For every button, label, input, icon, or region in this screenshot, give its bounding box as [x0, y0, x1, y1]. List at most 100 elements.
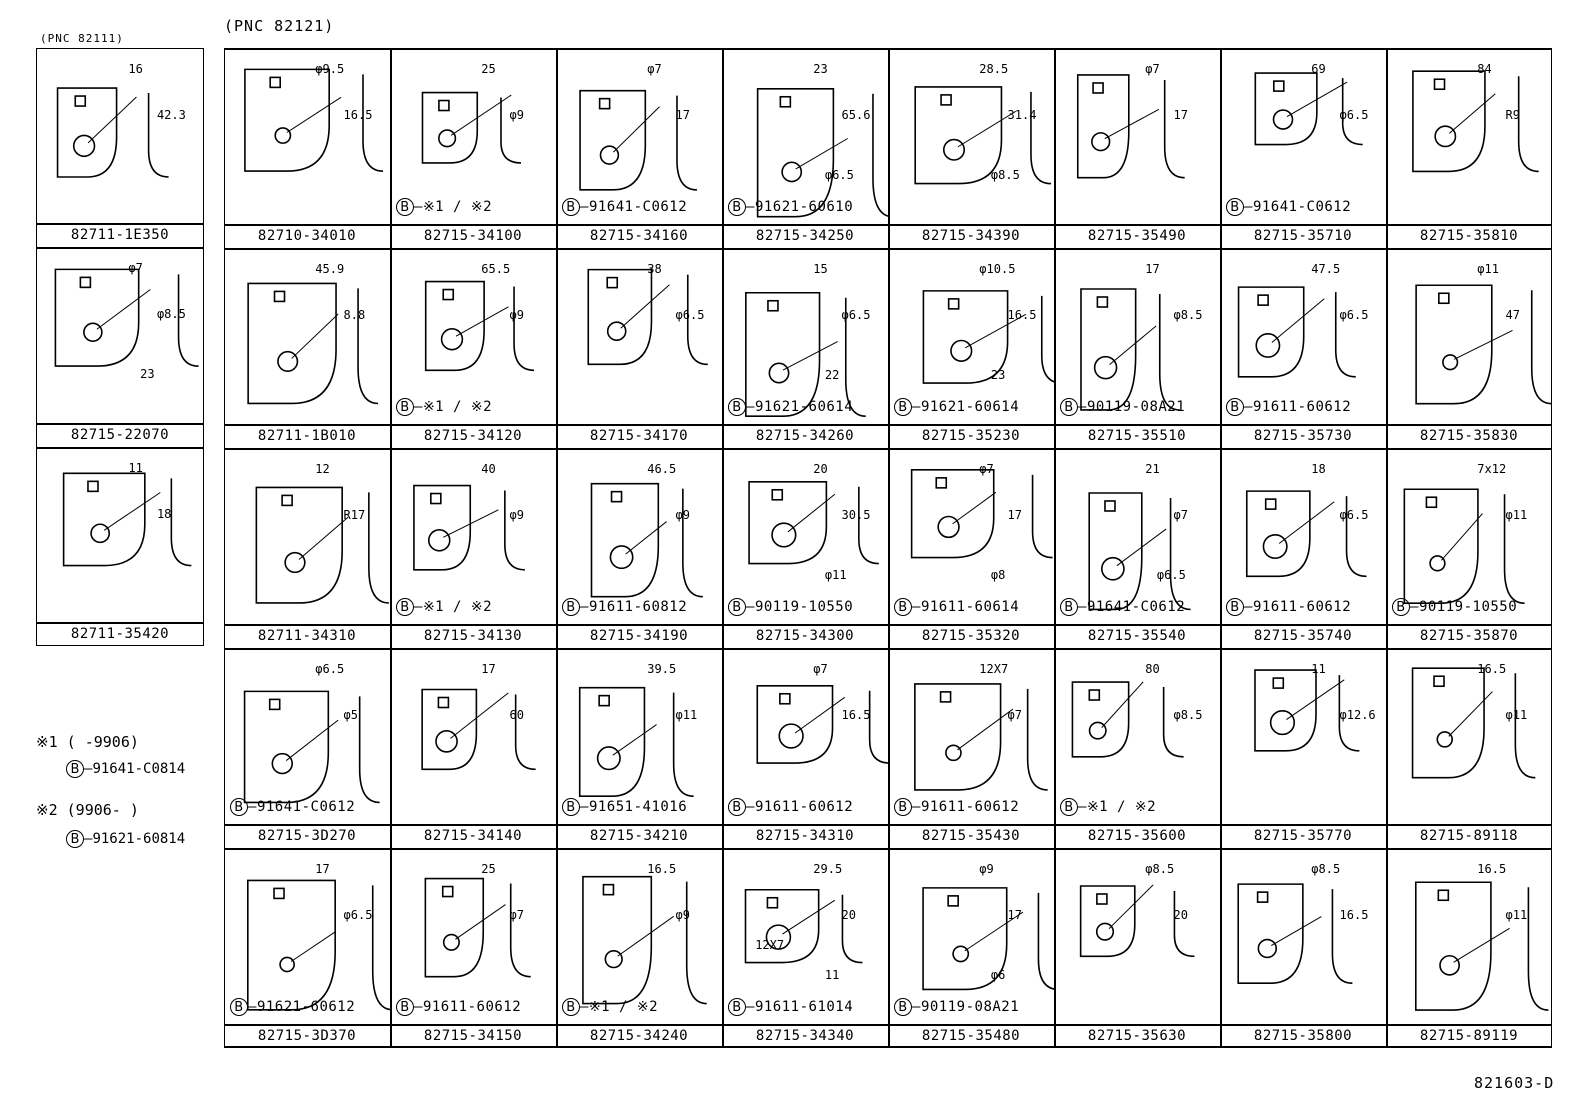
bolt-b-icon: B: [1392, 598, 1410, 616]
bolt-b-icon: B: [562, 598, 580, 616]
note-2-label: ※2 (9906- ): [36, 801, 139, 819]
part-number-label: 82715-34340: [755, 1028, 855, 1044]
dimension-label: 17: [1145, 262, 1160, 276]
divider: [36, 447, 204, 449]
dimension-label: φ9: [675, 508, 690, 522]
part-number-label: 82715-35630: [1087, 1028, 1187, 1044]
bracket-drawing: [54, 268, 199, 367]
note-2-part: B—91621-60814: [66, 830, 185, 848]
note-2-part-number: 91621-60814: [92, 831, 186, 847]
part-illustration: [914, 86, 1052, 185]
dimension-label: φ8.5: [1145, 862, 1175, 876]
bracket-drawing: [1412, 70, 1539, 173]
dimension-label: 25: [481, 62, 496, 76]
dimension-label: 16.5: [343, 108, 373, 122]
bracket-drawing: [587, 268, 708, 366]
part-illustration: [424, 280, 535, 372]
fastener-code: B—91611-61014: [728, 998, 853, 1016]
part-number-label: 82715-35710: [1253, 228, 1353, 244]
dimension-label: 42.3: [156, 108, 186, 122]
note-1-part: B—91641-C0814: [66, 760, 185, 778]
part-number-label: 82715-35540: [1087, 628, 1187, 644]
bolt-b-icon: B: [562, 998, 580, 1016]
fastener-code: B—※1 / ※2: [1060, 798, 1156, 816]
dimension-label: 17: [481, 662, 496, 676]
part-number-label: 82715-35800: [1253, 1028, 1353, 1044]
bolt-b-icon: B: [562, 798, 580, 816]
part-number-label: 82715-35230: [921, 428, 1021, 444]
fastener-code: B—※1 / ※2: [562, 998, 658, 1016]
dimension-label: 45.9: [315, 262, 345, 276]
dimension-label: 47.5: [1311, 262, 1341, 276]
bracket-drawing: [910, 469, 1053, 559]
part-number-label: 82715-34120: [423, 428, 523, 444]
dimension-label: φ9.5: [315, 62, 345, 76]
fastener-code: B—91621-60614: [728, 398, 853, 416]
part-number-label: 82715-34210: [589, 828, 689, 844]
part-illustration: [1414, 881, 1549, 1011]
bolt-b-icon: B: [1226, 398, 1244, 416]
fastener-part-number: ※1 / ※2: [422, 199, 493, 215]
dimension-label: φ7: [128, 261, 143, 275]
dimension-label: 16.5: [1477, 662, 1507, 676]
dimension-label: φ11: [1505, 508, 1528, 522]
part-illustration: [756, 87, 888, 218]
fastener-part-number: 91611-60612: [754, 799, 854, 815]
dimension-label: φ12.6: [1339, 708, 1376, 722]
dimension-label: 60: [509, 708, 524, 722]
bolt-b-icon: B: [894, 998, 912, 1016]
fastener-code: B—91641-C0612: [1226, 198, 1351, 216]
part-number-label: 82710-34010: [257, 228, 357, 244]
part-illustration: [745, 291, 866, 418]
part-illustration: [421, 91, 521, 164]
fastener-code: B—91621-60614: [894, 398, 1019, 416]
bracket-drawing: [1080, 288, 1180, 411]
part-illustration: [62, 472, 192, 567]
part-illustration: [756, 684, 888, 764]
dimension-label: 17: [675, 108, 690, 122]
fastener-part-number: ※1 / ※2: [1086, 799, 1157, 815]
part-illustration: [246, 879, 390, 1011]
dimension-label: 7x12: [1477, 462, 1507, 476]
part-illustration: [1403, 488, 1525, 605]
part-number-label: 82715-34240: [589, 1028, 689, 1044]
part-illustration: [255, 486, 389, 604]
part-illustration: [1071, 681, 1184, 758]
dimension-label: 16.5: [647, 862, 677, 876]
dimension-label: φ6.5: [824, 168, 854, 182]
fastener-part-number: 91641-C0612: [1086, 599, 1186, 615]
part-number-label: 82715-34150: [423, 1028, 523, 1044]
part-number-label: 82715-35810: [1419, 228, 1519, 244]
part-illustration: [578, 686, 694, 797]
dimension-label: 17: [1173, 108, 1188, 122]
dimension-label: φ10.5: [979, 262, 1016, 276]
dimension-label: 11: [128, 461, 143, 475]
pnc-left-label: (PNC 82111): [40, 32, 124, 45]
bolt-b-icon: B: [894, 398, 912, 416]
fastener-part-number: 91621-60614: [754, 399, 854, 415]
part-illustration: [421, 688, 536, 771]
dimension-label: φ6.5: [841, 308, 871, 322]
part-illustration: [1080, 288, 1180, 411]
dimension-label: 20: [813, 462, 828, 476]
part-number-label: 82715-34390: [921, 228, 1021, 244]
fastener-part-number: 91611-60614: [920, 599, 1020, 615]
dimension-label: φ7: [1007, 708, 1022, 722]
dimension-label: φ9: [675, 908, 690, 922]
bolt-b-icon: B: [66, 760, 84, 778]
bolt-b-icon: B: [562, 198, 580, 216]
fastener-code: B—90119-08A21: [1060, 398, 1185, 416]
dimension-label: 15: [813, 262, 828, 276]
bracket-drawing: [1414, 881, 1549, 1011]
bracket-drawing: [1071, 681, 1184, 758]
dimension-label: 12: [315, 462, 330, 476]
dimension-label: 16.5: [1339, 908, 1369, 922]
bracket-drawing: [914, 86, 1052, 185]
